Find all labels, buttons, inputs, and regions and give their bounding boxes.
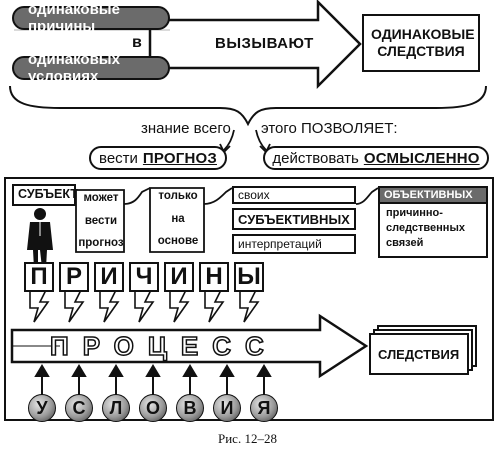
cause-letter-4: Ч bbox=[129, 262, 159, 292]
lightning-bolts bbox=[29, 289, 260, 323]
col1: может вести прогноз bbox=[78, 190, 124, 252]
verb-text: ВЫЗЫВАЮТ bbox=[215, 35, 314, 52]
cause-pill-1: одинаковые причины bbox=[12, 1, 170, 35]
cause-letter-5: И bbox=[164, 262, 194, 292]
condition-letter-6: И bbox=[213, 394, 241, 422]
col4-line-1: причинно- bbox=[386, 207, 443, 219]
cause-letter-3: И bbox=[94, 262, 124, 292]
knowledge-right: этого ПОЗВОЛЯЕТ: bbox=[261, 120, 398, 137]
col1-line-2: вести bbox=[84, 214, 118, 227]
connector-text: в bbox=[132, 34, 142, 51]
cause-pill-2: одинаковых условиях bbox=[12, 51, 170, 85]
cause-letter-7: Ы bbox=[234, 262, 264, 292]
col2-line-3: основе bbox=[157, 235, 199, 248]
process-label: ПРОЦЕСС bbox=[49, 331, 278, 361]
condition-letter-5: В bbox=[176, 394, 204, 422]
option-forecast-bold: ПРОГНОЗ bbox=[142, 149, 217, 167]
col4-top: ОБЪЕКТИВНЫХ bbox=[378, 186, 488, 204]
figure-caption: Рис. 12–28 bbox=[218, 431, 277, 446]
condition-letter-1: У bbox=[28, 394, 56, 422]
process-arrow bbox=[10, 313, 369, 379]
cause-text-1: одинаковые причины bbox=[28, 1, 120, 35]
condition-letter-2: С bbox=[65, 394, 93, 422]
col1-line-3: прогноз bbox=[78, 237, 124, 250]
col4-line-3: связей bbox=[386, 236, 424, 249]
result-box: ОДИНАКОВЫЕ СЛЕДСТВИЯ bbox=[362, 14, 480, 72]
cause-letter-6: Н bbox=[199, 262, 229, 292]
brace bbox=[9, 85, 487, 127]
cause-text-2: одинаковых условиях bbox=[28, 51, 120, 85]
subject-figure bbox=[27, 208, 53, 268]
option-act-plain: действовать bbox=[272, 149, 359, 167]
col4-line-2: следственных bbox=[386, 221, 465, 234]
col4-rest: причинно- следственных связей bbox=[378, 204, 488, 258]
cause-letter-2: Р bbox=[59, 262, 89, 292]
condition-arrows bbox=[34, 364, 272, 396]
col3-top: своих bbox=[232, 186, 356, 204]
col2-line-1: только bbox=[158, 190, 198, 202]
col2: только на основе bbox=[152, 188, 204, 250]
col3-bottom: интерпретаций bbox=[232, 234, 356, 254]
cause-letter-1: П bbox=[24, 262, 54, 292]
knowledge-left: знание всего bbox=[141, 120, 231, 137]
option-act-bold: ОСМЫСЛЕННО bbox=[363, 149, 480, 167]
result-text: ОДИНАКОВЫЕ СЛЕДСТВИЯ bbox=[371, 25, 475, 60]
condition-letter-7: Я bbox=[250, 394, 278, 422]
arrow-to-forecast bbox=[223, 129, 235, 151]
option-act: действовать ОСМЫСЛЕННО bbox=[263, 146, 489, 170]
arrow-to-act bbox=[255, 129, 267, 151]
col3-mid: СУБЪЕКТИВНЫХ bbox=[232, 208, 356, 230]
condition-letter-4: О bbox=[139, 394, 167, 422]
condition-letter-3: Л bbox=[102, 394, 130, 422]
col1-line-1: может bbox=[83, 192, 119, 204]
subject-box: СУБЪЕКТ bbox=[12, 184, 78, 206]
effects-label: СЛЕДСТВИЯ bbox=[378, 347, 460, 362]
causes-arrow bbox=[148, 0, 362, 90]
option-forecast: вести ПРОГНОЗ bbox=[89, 146, 227, 170]
option-forecast-plain: вести bbox=[99, 149, 138, 167]
subject-text: СУБЪЕКТ bbox=[18, 187, 78, 202]
col2-line-2: на bbox=[171, 212, 185, 225]
